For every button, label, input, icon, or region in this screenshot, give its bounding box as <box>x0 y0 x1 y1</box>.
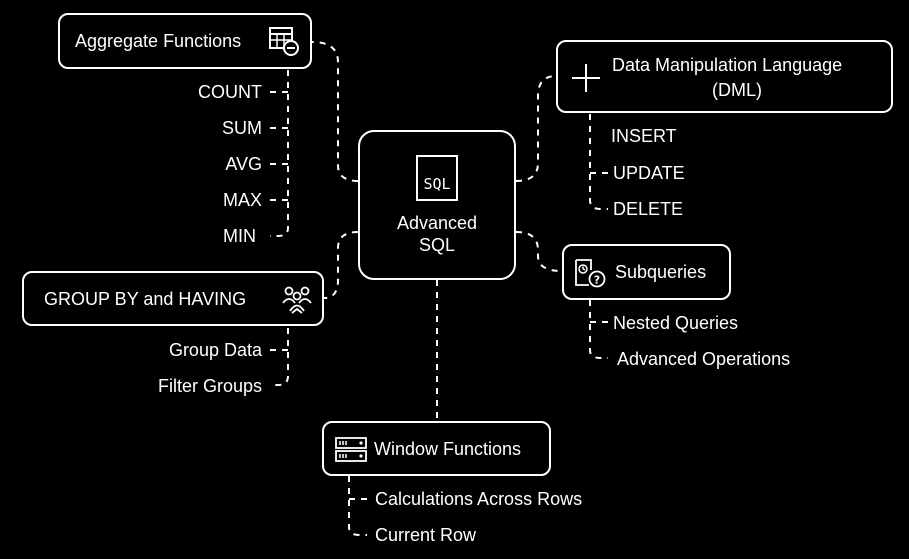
center-title-line1: Advanced <box>396 213 478 233</box>
subqueries-title: Subqueries <box>615 262 707 282</box>
center-node: SQL Advanced SQL <box>358 130 516 280</box>
connector-center-subqueries <box>515 231 563 272</box>
connector-dml-items <box>589 114 608 210</box>
aggregate-item-avg: AVG <box>225 154 262 174</box>
subqueries-item-advanced: Advanced Operations <box>617 349 791 369</box>
window-item-calculations: Calculations Across Rows <box>375 489 583 509</box>
connector-groupby-items <box>270 328 289 386</box>
groupby-item-filter-groups: Filter Groups <box>157 376 262 396</box>
window-item-current-row: Current Row <box>375 525 477 545</box>
groupby-having-title: GROUP BY and HAVING <box>44 289 247 309</box>
subqueries-node: ? Subqueries <box>562 244 731 300</box>
connector-aggregate-items <box>270 70 289 237</box>
subqueries-item-nested: Nested Queries <box>613 313 739 333</box>
svg-text:?: ? <box>594 274 600 287</box>
dml-item-delete: DELETE <box>613 199 684 219</box>
dml-node: Data Manipulation Language (DML) <box>556 40 893 113</box>
clock-question-icon: ? <box>573 257 607 289</box>
aggregate-item-min: MIN <box>223 226 256 246</box>
connector-subqueries-items <box>589 300 608 359</box>
plus-icon <box>570 62 602 94</box>
sql-icon-text: SQL <box>423 175 450 193</box>
connector-center-aggregate <box>311 41 359 182</box>
center-title-line2: SQL <box>418 235 456 255</box>
aggregate-item-max: MAX <box>222 190 262 210</box>
server-rack-icon <box>334 436 368 464</box>
connector-center-groupby <box>323 231 359 299</box>
dml-item-insert: INSERT <box>611 126 677 146</box>
aggregate-item-count: COUNT <box>198 82 262 102</box>
dml-item-update: UPDATE <box>613 163 685 183</box>
table-minus-icon <box>268 25 300 57</box>
aggregate-functions-node: Aggregate Functions <box>58 13 312 69</box>
connector-center-dml <box>515 75 557 182</box>
aggregate-functions-title: Aggregate Functions <box>75 31 242 51</box>
window-functions-title: Window Functions <box>374 439 522 459</box>
connector-window-items <box>348 476 367 536</box>
people-group-icon <box>280 283 314 317</box>
groupby-item-group-data: Group Data <box>168 340 262 360</box>
dml-title-line1: Data Manipulation Language <box>612 55 843 75</box>
groupby-having-node: GROUP BY and HAVING <box>22 271 324 326</box>
dml-title-line2: (DML) <box>712 80 762 100</box>
sql-file-icon: SQL <box>414 154 460 202</box>
aggregate-item-sum: SUM <box>222 118 262 138</box>
window-functions-node: Window Functions <box>322 421 551 476</box>
